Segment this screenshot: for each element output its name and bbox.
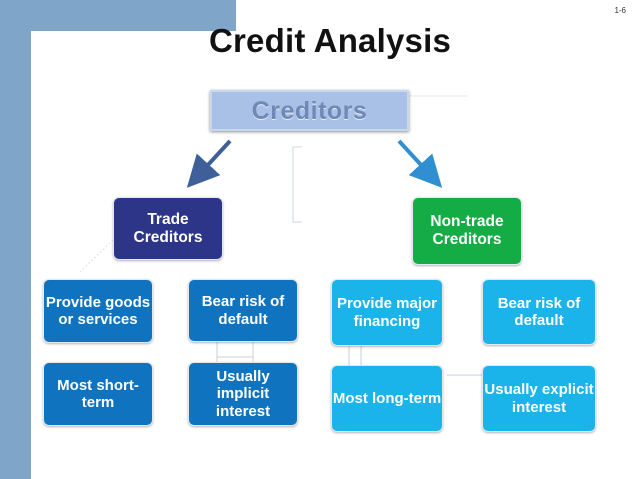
non-trade-item-risk-default: Bear risk of default (482, 279, 596, 345)
left-accent-band (0, 0, 31, 479)
non-trade-item-explicit-interest: Usually explicit interest (482, 365, 596, 432)
root-node-label: Creditors (251, 97, 368, 125)
trade-item-implicit-interest: Usually implicit interest (188, 362, 298, 426)
root-node-creditors: Creditors (210, 90, 409, 131)
trade-item-provide-goods: Provide goods or services (43, 279, 153, 343)
slide-number: 1-6 (614, 6, 626, 15)
faint-diagonal (79, 239, 114, 273)
non-trade-item-major-financing: Provide major financing (331, 279, 443, 346)
trade-item-risk-default: Bear risk of default (188, 279, 298, 342)
slide-title: Credit Analysis (208, 22, 452, 59)
arrow-to-trade (186, 139, 232, 188)
trade-creditors-node: Trade Creditors (113, 197, 223, 260)
top-accent-band (0, 0, 236, 31)
non-trade-item-long-term: Most long-term (331, 365, 443, 432)
faint-bracket (292, 146, 302, 223)
arrow-to-non-trade (397, 139, 443, 188)
trade-item-short-term: Most short-term (43, 362, 153, 426)
non-trade-creditors-node: Non-trade Creditors (412, 197, 522, 265)
